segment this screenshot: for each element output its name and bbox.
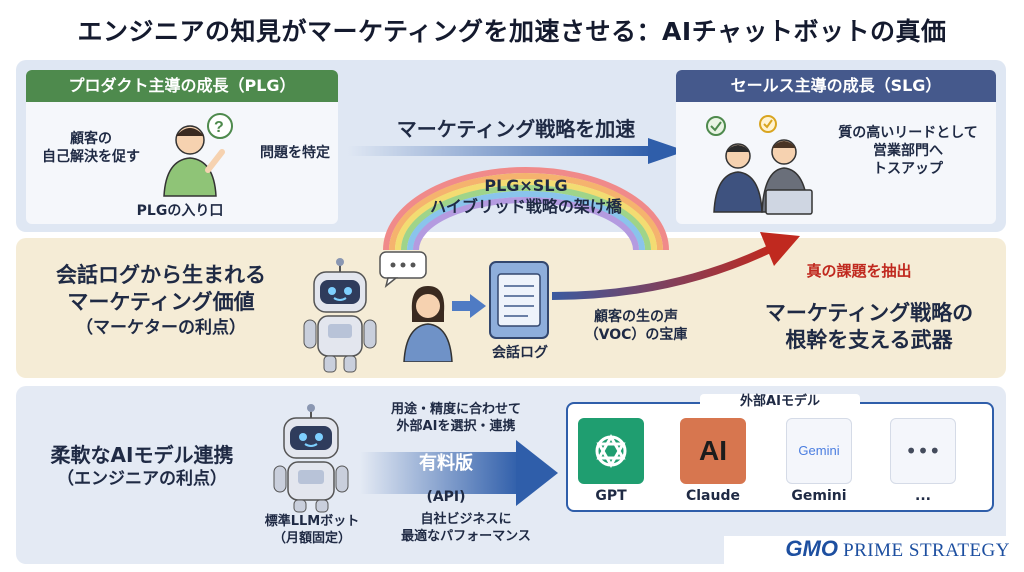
page-title: エンジニアの知見がマーケティングを加速させる：AIチャットボットの真価 bbox=[77, 17, 947, 46]
select-text: 用途・精度に合わせて 外部AIを選択・連携 bbox=[356, 402, 556, 436]
claude-model-tile[interactable]: AI bbox=[680, 418, 746, 484]
external-models-title: 外部AIモデル bbox=[700, 394, 860, 411]
svg-text:?: ? bbox=[214, 119, 224, 136]
bridge-label: PLG×SLG ハイブリッド戦略の架け橋 bbox=[396, 176, 656, 218]
performance-text: 自社ビジネスに 最適なパフォーマンス bbox=[386, 512, 546, 546]
gemini-logo-text: Gemini bbox=[798, 443, 840, 458]
claude-logo-text: AI bbox=[699, 435, 727, 466]
robot-icon bbox=[303, 258, 377, 373]
accelerate-arrow-icon bbox=[348, 138, 686, 164]
plg-self-solve-text: 顧客の 自己解決を促す bbox=[36, 130, 146, 166]
bot-line2: （月額固定） bbox=[272, 530, 351, 546]
accelerate-label: マーケティング戦略を加速 bbox=[396, 117, 636, 141]
perf-line1: 自社ビジネスに bbox=[420, 512, 512, 527]
extract-arrow-icon bbox=[552, 232, 800, 300]
slg-line2: 営業部門へ bbox=[873, 143, 943, 160]
slg-line3: トスアップ bbox=[873, 161, 943, 178]
brand-prime-strategy: PRIME STRATEGY bbox=[843, 540, 1010, 561]
bridge-line1: PLG×SLG bbox=[484, 176, 568, 195]
chat-bubble-icon bbox=[379, 251, 427, 288]
brand-gmo: GMO bbox=[785, 536, 838, 561]
conversation-log-label: 会話ログ bbox=[492, 345, 548, 361]
plg-entry-label: PLGの入り口 bbox=[136, 203, 224, 219]
voc-line2: （VOC）の宝庫 bbox=[584, 327, 688, 344]
plg-identify-problem: 問題を特定 bbox=[260, 145, 330, 161]
bot-line1: 標準LLMボット bbox=[264, 514, 360, 529]
slg-tossup-text: 質の高いリードとして 営業部門へ トスアップ bbox=[818, 124, 998, 179]
llm-bot-label: 標準LLMボット （月額固定） bbox=[250, 514, 374, 548]
extract-label: 真の課題を抽出 bbox=[806, 262, 912, 280]
bridge-line2: ハイブリッド戦略の架け橋 bbox=[430, 196, 622, 216]
bottom-heading: 柔軟なAIモデル連携 （エンジニアの利点） bbox=[26, 442, 258, 490]
weapon-line1: マーケティング戦略の bbox=[764, 301, 974, 325]
mid-heading-line1: 会話ログから生まれる bbox=[56, 263, 266, 287]
select-line1: 用途・精度に合わせて bbox=[390, 402, 521, 417]
gpt-model-tile[interactable] bbox=[578, 418, 644, 484]
more-dots-icon: ••• bbox=[905, 439, 941, 463]
api-label: (API) bbox=[426, 489, 466, 505]
gemini-model-tile[interactable]: Gemini bbox=[786, 418, 852, 484]
llm-bot-robot-icon bbox=[273, 404, 349, 513]
mid-heading: 会話ログから生まれる マーケティング価値 （マーケターの利点） bbox=[26, 262, 296, 339]
plg-left-line1: 顧客の bbox=[70, 131, 112, 147]
gemini-label: Gemini bbox=[791, 488, 847, 504]
select-line2: 外部AIを選択・連携 bbox=[396, 418, 516, 434]
gpt-label: GPT bbox=[595, 488, 627, 504]
woman-user-icon bbox=[403, 286, 453, 362]
rainbow-bridge-icon bbox=[383, 167, 669, 250]
voc-line1: 顧客の生の声 bbox=[594, 309, 678, 325]
paid-api-arrow-icon bbox=[360, 440, 558, 506]
brand-logo: GMO PRIME STRATEGY bbox=[724, 536, 1014, 566]
plg-header: プロダクト主導の成長（PLG） bbox=[26, 70, 338, 102]
perf-line2: 最適なパフォーマンス bbox=[401, 528, 531, 544]
more-label: ... bbox=[915, 488, 931, 504]
bottom-heading-line1: 柔軟なAIモデル連携 bbox=[50, 443, 234, 467]
slg-line1: 質の高いリードとして bbox=[838, 125, 978, 141]
mid-heading-line3: （マーケターの利点） bbox=[76, 317, 246, 338]
more-models-tile[interactable]: ••• bbox=[890, 418, 956, 484]
plg-left-line2: 自己解決を促す bbox=[42, 149, 140, 166]
sales-team-icon bbox=[706, 115, 813, 215]
bottom-heading-line2: （エンジニアの利点） bbox=[57, 469, 227, 489]
weapon-line2: 根幹を支える武器 bbox=[785, 328, 953, 353]
slg-header: セールス主導の成長（SLG） bbox=[676, 70, 996, 102]
openai-icon bbox=[595, 433, 627, 469]
mid-heading-line2: マーケティング価値 bbox=[67, 290, 255, 315]
conversation-log-book-icon bbox=[489, 261, 549, 339]
voc-text: 顧客の生の声 （VOC）の宝庫 bbox=[574, 308, 698, 344]
thinking-person-icon: ? bbox=[163, 113, 233, 197]
claude-label: Claude bbox=[685, 488, 740, 504]
transfer-arrow-icon bbox=[452, 294, 486, 318]
paid-label: 有料版 bbox=[419, 453, 473, 474]
weapon-text: マーケティング戦略の 根幹を支える武器 bbox=[736, 300, 1002, 355]
